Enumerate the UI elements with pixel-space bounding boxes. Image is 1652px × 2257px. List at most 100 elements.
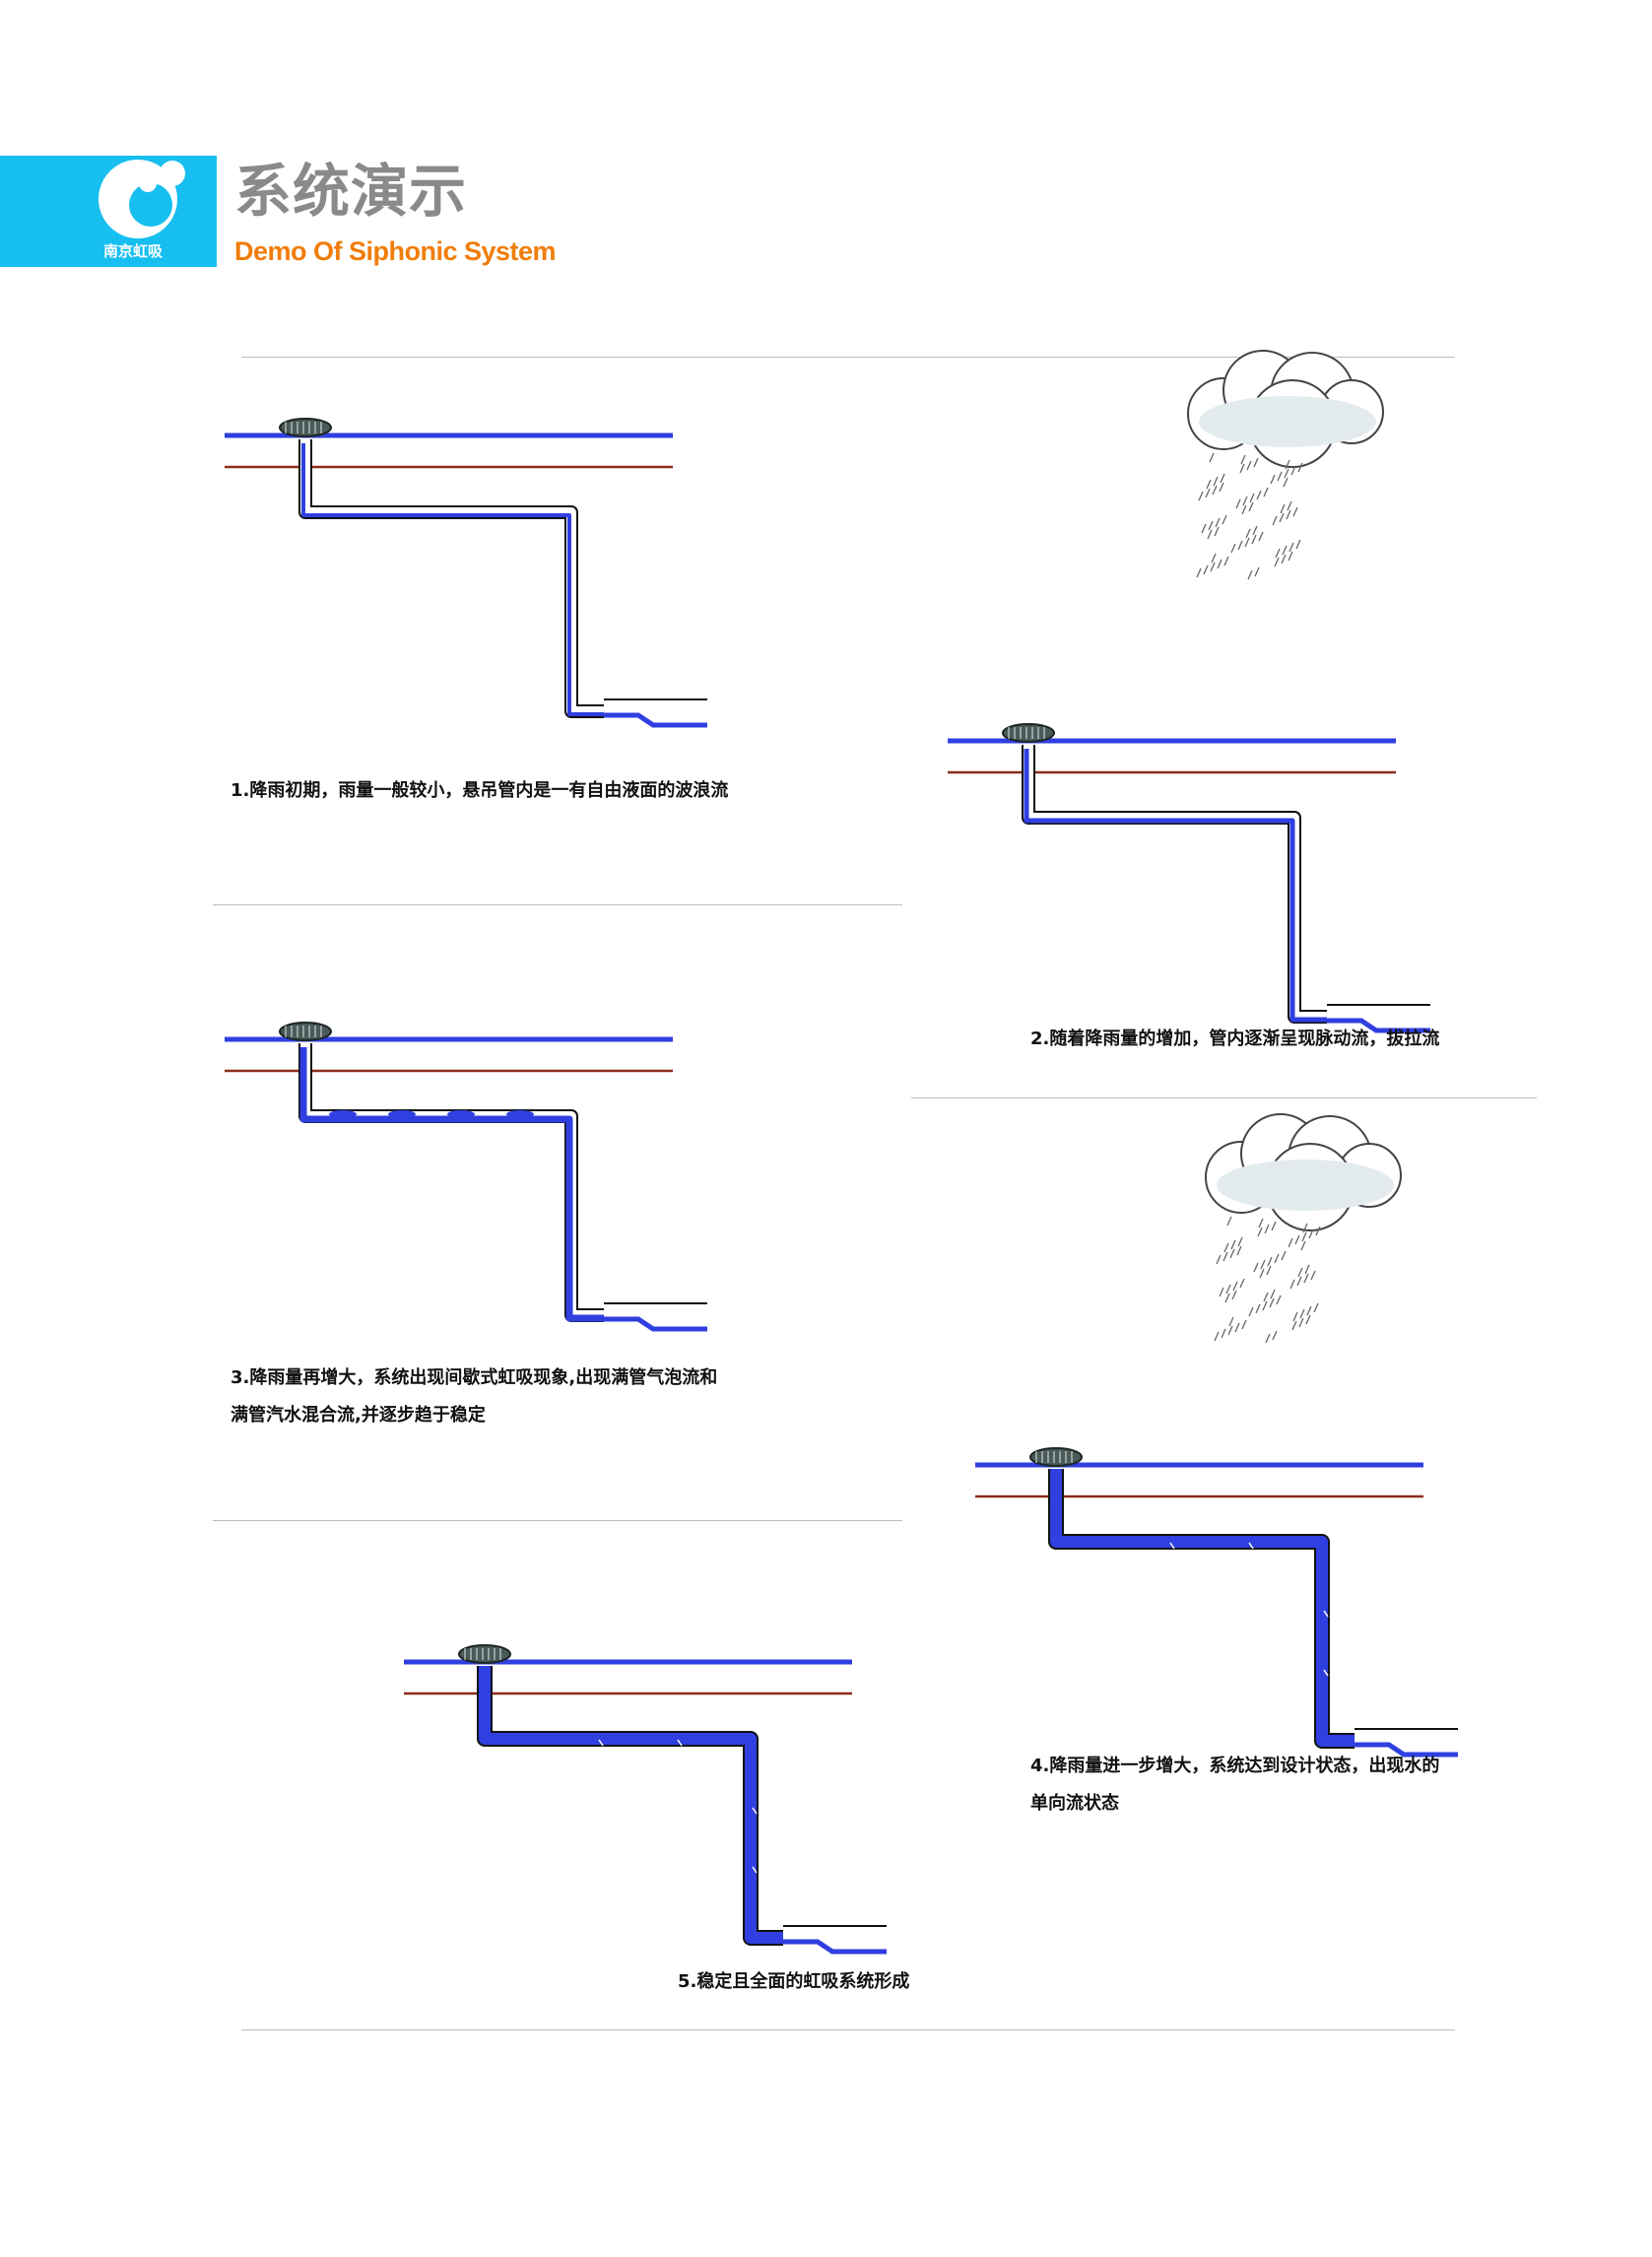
raindrop	[1246, 460, 1252, 471]
raindrop	[1198, 491, 1204, 501]
raindrop	[1241, 1319, 1247, 1330]
raindrop	[1274, 557, 1280, 567]
raindrop	[1237, 540, 1243, 551]
raindrop	[1275, 548, 1281, 559]
stage-3-caption-line-1: 3.降雨量再增大，系统出现间歇式虹吸现象,出现满管气泡流和	[231, 1367, 718, 1388]
raindrop	[1237, 1236, 1243, 1247]
raindrop	[1303, 1273, 1309, 1284]
raindrop	[1216, 1254, 1222, 1265]
raindrop	[1217, 559, 1222, 569]
stage-5-diagram	[404, 1644, 887, 1955]
divider-stage2	[911, 1097, 1537, 1098]
raindrop	[1220, 473, 1225, 484]
raindrop	[1249, 493, 1255, 503]
pipe-outline	[1022, 745, 1327, 1024]
raindrop	[1292, 1311, 1298, 1322]
raindrop	[1285, 459, 1290, 470]
pipe-interior	[300, 1043, 604, 1320]
drain-cap	[1002, 723, 1055, 743]
raindrop	[1214, 1331, 1220, 1342]
roof-drain-icon	[279, 418, 332, 437]
raindrop	[1288, 1237, 1293, 1248]
outlet-water	[604, 712, 707, 728]
brand-logo-block: 南京虹吸	[0, 156, 217, 267]
raindrop	[1258, 531, 1264, 542]
raindrop	[1296, 1276, 1302, 1287]
raindrop	[1254, 566, 1260, 577]
raindrop	[1221, 1328, 1226, 1339]
water-streak	[752, 1807, 758, 1815]
roof-drain-icon	[1029, 1447, 1083, 1467]
raindrop	[1209, 452, 1215, 463]
raindrop	[1226, 1216, 1232, 1227]
stage-4-diagram	[975, 1113, 1458, 1758]
raindrop	[1247, 569, 1253, 580]
raindrop	[1213, 476, 1219, 487]
rain-cloud-icon	[1187, 350, 1384, 580]
raindrop	[1263, 487, 1269, 498]
raindrop	[1223, 556, 1229, 566]
page-title-en: Demo Of Siphonic System	[234, 236, 557, 266]
raindrop	[1295, 539, 1301, 550]
raindrop	[1214, 526, 1220, 537]
raindrop	[1266, 1265, 1272, 1276]
raindrop	[1248, 501, 1254, 512]
pipe-interior	[479, 1666, 783, 1944]
water-streak	[1057, 1570, 1063, 1578]
raindrop	[1283, 477, 1289, 488]
raindrop	[1222, 1251, 1228, 1262]
raindrop	[1219, 482, 1224, 493]
siphon-system	[948, 723, 1430, 1033]
raindrop	[1274, 1253, 1280, 1264]
raindrop	[1282, 545, 1288, 556]
raindrop	[1225, 1284, 1231, 1294]
stage-1-caption-line-1: 1.降雨初期，雨量一般较小，悬吊管内是一有自由液面的波浪流	[231, 780, 729, 801]
raindrop	[1292, 506, 1298, 517]
raindrop	[1264, 1224, 1270, 1234]
raindrop	[1201, 523, 1207, 534]
raindrop	[1301, 1231, 1307, 1242]
raindrop	[1291, 1320, 1297, 1331]
raindrop	[1277, 471, 1283, 482]
outlet-water	[1327, 1018, 1430, 1033]
raindrop	[1260, 1259, 1266, 1270]
water-streak	[1057, 1610, 1063, 1618]
stage-5-caption: 5.稳定且全面的虹吸系统形成	[678, 1963, 909, 2001]
divider-top	[241, 357, 1455, 358]
raindrop	[1210, 562, 1216, 572]
raindrop	[1248, 1306, 1254, 1317]
raindrop	[1212, 485, 1218, 496]
raindrop	[1223, 1242, 1229, 1253]
raindrop	[1297, 462, 1303, 473]
stage-2-caption-line-1: 2.随着降雨量的增加，管内逐渐呈现脉动流，拔拉流	[1030, 1029, 1440, 1049]
cloud-shade	[1217, 1160, 1394, 1211]
raindrop	[1258, 1218, 1264, 1228]
raindrop	[1284, 468, 1289, 479]
stage-3-diagram	[225, 1022, 707, 1332]
raindrop	[1230, 1239, 1236, 1250]
raindrop	[1222, 514, 1227, 525]
pipe-interior	[1024, 745, 1327, 1022]
siphon-system	[225, 418, 707, 728]
raindrop	[1245, 528, 1251, 539]
raindrop	[1289, 1279, 1295, 1290]
raindrop	[1280, 503, 1286, 514]
raindrop	[1271, 1221, 1277, 1231]
stage-4-caption-line-2: 单向流状态	[1030, 1793, 1119, 1814]
raindrop	[1259, 1268, 1265, 1279]
raindrop	[1297, 1267, 1303, 1278]
raindrop	[1306, 1305, 1312, 1316]
raindrop	[1253, 457, 1259, 468]
water-streak	[1169, 1542, 1175, 1550]
roof-drain-icon	[458, 1644, 511, 1664]
water-streak	[486, 1767, 492, 1775]
raindrop	[1304, 1264, 1310, 1275]
water-wave-crest	[447, 1110, 475, 1118]
water-streak	[1323, 1610, 1329, 1618]
raindrop	[1308, 1228, 1314, 1239]
pipe-water-flow	[301, 443, 604, 716]
raindrop	[1310, 1270, 1316, 1281]
raindrop	[1257, 1227, 1263, 1237]
raindrop	[1288, 551, 1293, 562]
raindrop	[1205, 488, 1211, 498]
